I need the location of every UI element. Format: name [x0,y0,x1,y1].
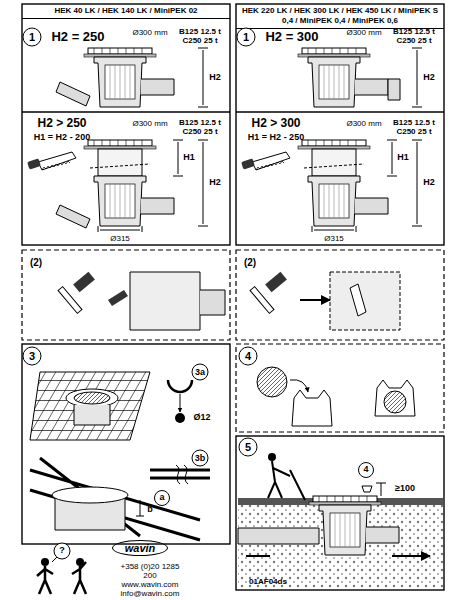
panel-header: HEK 40 LK / HEK 140 LK / MiniPEK 02 [22,4,230,19]
model-list: HEK 40 LK / HEK 140 LK / MiniPEK 02 [26,6,226,16]
callout-number: 3a [192,364,209,381]
note: (2) [30,257,42,268]
diameter: Ø300 mm [346,120,381,129]
note: www.wavin.com [122,581,179,590]
note: ? [59,546,65,556]
note: info@wavin.com [121,590,180,599]
height-rule: H2 > 300 [251,117,300,130]
note: (2) [244,257,256,268]
model-list: HEK 220 LK / HEK 300 LK / HEK 450 LK / M… [240,6,440,26]
load-class: C250 25 t [182,128,217,137]
formula: H1 = H2 - 250 [248,133,304,143]
dimension: H2 [209,178,221,188]
dimension: H1 [183,153,195,163]
note: ≥100 [395,484,415,494]
formula: H1 = H2 - 200 [34,133,90,143]
callout-number: 5 [239,438,258,457]
load-class: B125 12.5 t [393,28,435,37]
load-class: C250 25 t [182,37,217,46]
note: Ø12 [193,413,210,423]
callout-number: 4 [239,347,258,366]
height-rule: H2 > 250 [37,117,86,130]
diameter: Ø300 mm [132,29,167,38]
diameter: Ø315 [324,235,344,244]
note: 01AF04ds [249,578,287,587]
load-class: B125 12.5 t [179,119,221,128]
load-class: B125 12.5 t [393,119,435,128]
logo-text: wavin [125,543,156,553]
panel-header: HEK 220 LK / HEK 300 LK / HEK 450 LK / M… [236,4,444,29]
logo-oval: wavin [112,540,168,556]
note: +358 (0)20 1285 200 [120,562,180,580]
dimension: H2 [423,73,435,83]
callout-number: 3b [192,450,209,467]
callout-number: 4 [358,462,374,478]
callout-number: 1 [237,28,256,47]
load-class: C250 25 t [396,128,431,137]
height-rule: H2 = 250 [51,30,104,44]
load-class: C250 25 t [396,37,431,46]
diameter: Ø315 [110,235,130,244]
callout-number: 3 [23,347,42,366]
load-class: B125 12.5 t [179,28,221,37]
dimension: H2 [423,178,435,188]
diameter: Ø300 mm [346,29,381,38]
dimension: H1 [397,153,409,163]
callout-number: a [154,490,170,506]
dimension: H2 [209,73,221,83]
note: b [147,505,153,515]
diameter: Ø300 mm [132,120,167,129]
callout-number: 1 [23,28,42,47]
height-rule: H2 = 300 [265,30,318,44]
